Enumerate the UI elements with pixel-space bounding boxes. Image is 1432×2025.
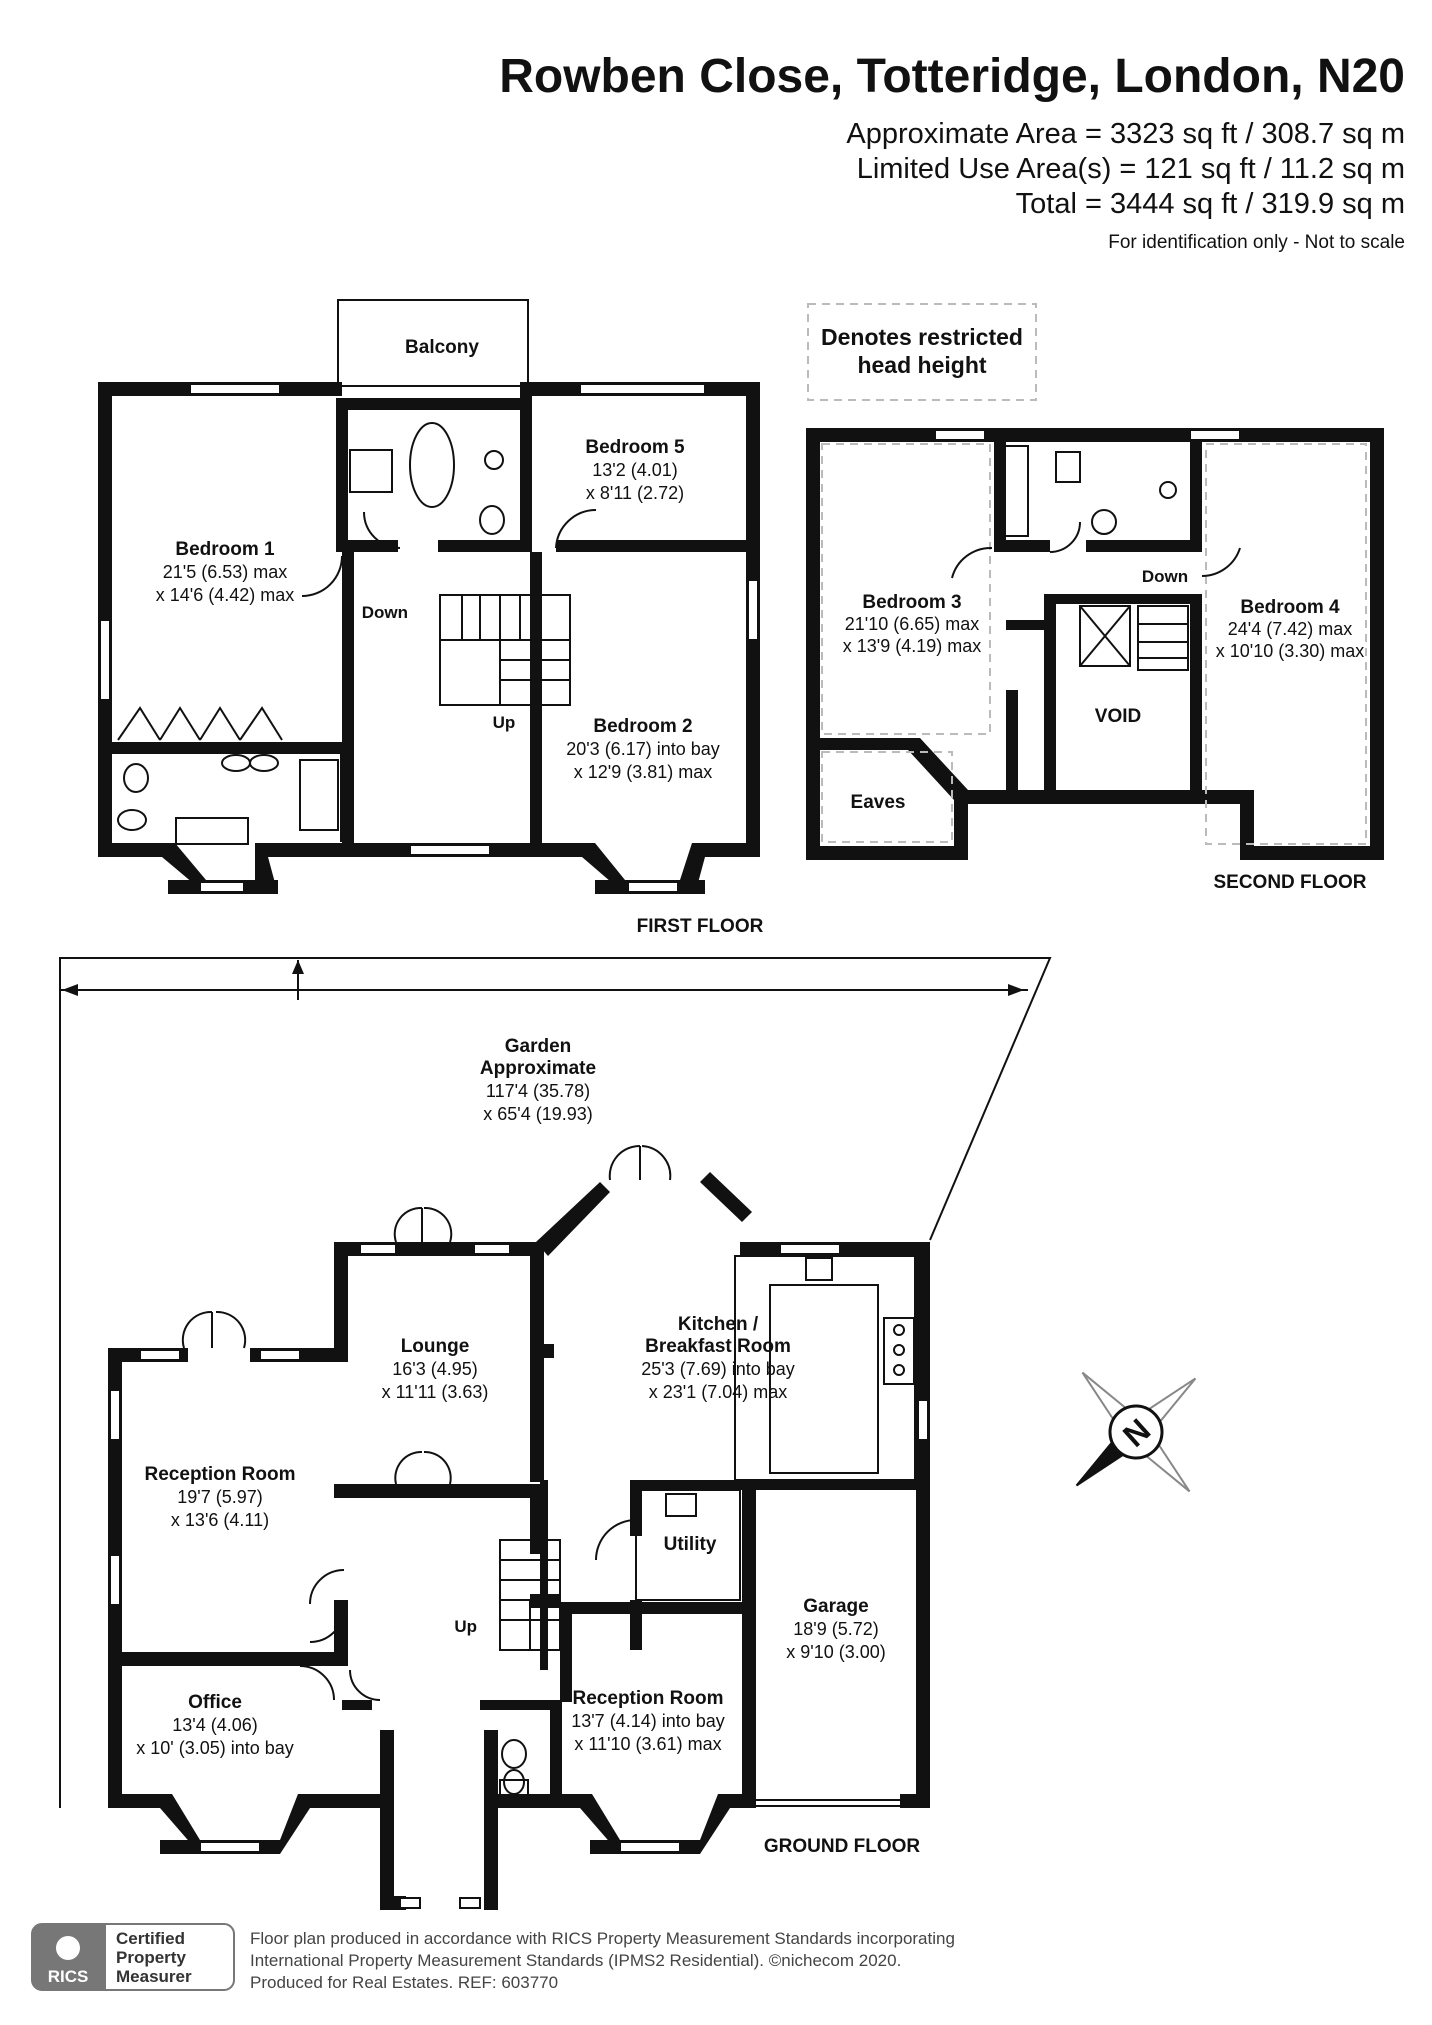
office-dim-2: x 10' (3.05) into bay [136,1738,294,1758]
bedroom-1-name: Bedroom 1 [175,539,275,560]
second-floor-plan: Down VOID Eaves Bedroom 3 21'10 (6.65) m… [806,428,1384,893]
kitchen-dim-2: x 23'1 (7.04) max [649,1382,788,1402]
garden: Garden Approximate 117'4 (35.78) x 65'4 … [59,957,1052,1808]
footer-line-1: Floor plan produced in accordance with R… [250,1929,955,1948]
first-floor-label: FIRST FLOOR [637,916,764,937]
kitchen-name-1: Kitchen / [678,1314,759,1335]
first-floor-down-label: Down [362,603,408,622]
lounge-dim-1: 16'3 (4.95) [392,1359,478,1379]
bedroom-5-name: Bedroom 5 [585,437,685,458]
bedroom-2-name: Bedroom 2 [593,716,692,737]
kitchen-name-2: Breakfast Room [645,1336,791,1357]
balcony [337,299,529,387]
reception-room-1-dim-2: x 13'6 (4.11) [171,1510,269,1530]
bedroom-3-dim-2: x 13'9 (4.19) max [843,636,982,656]
legend-line-1: Denotes restricted [821,324,1023,350]
balcony-label: Balcony [405,337,479,358]
bedroom-2-dim-1: 20'3 (6.17) into bay [566,739,720,759]
reception-room-2-dim-1: 13'7 (4.14) into bay [571,1711,725,1731]
garage-dim-2: x 9'10 (3.00) [786,1642,886,1662]
scale-note: For identification only - Not to scale [1108,232,1405,253]
utility-name: Utility [664,1534,717,1555]
badge-line-1: Certified [116,1929,185,1948]
garden-sub: Approximate [480,1058,596,1079]
second-floor-label: SECOND FLOOR [1213,872,1366,893]
bedroom-4-dim-1: 24'4 (7.42) max [1228,619,1353,639]
total-area: Total = 3444 sq ft / 319.9 sq m [1016,188,1405,220]
bedroom-2-dim-2: x 12'9 (3.81) max [574,762,713,782]
first-floor-up-label: Up [493,713,516,732]
reception-room-1-name: Reception Room [145,1464,296,1485]
garden-dim-1: 117'4 (35.78) [486,1081,590,1101]
ground-floor-label: GROUND FLOOR [764,1836,920,1857]
bedroom-4-dim-2: x 10'10 (3.30) max [1216,641,1365,661]
bedroom-3-name: Bedroom 3 [862,592,961,613]
ground-floor-plan: Up Lounge 16'3 (4.95) x 11'11 (3.63) Kit… [108,1144,930,1910]
garage-dim-1: 18'9 (5.72) [793,1619,879,1639]
bedroom-1-dim-1: 21'5 (6.53) max [163,562,288,582]
garage-name: Garage [803,1596,868,1617]
first-floor-plan: Balcony [98,299,764,937]
garden-name: Garden [505,1036,572,1057]
plan-title: Rowben Close, Totteridge, London, N20 [499,50,1405,103]
lounge-dim-2: x 11'11 (3.63) [382,1382,489,1402]
legend-line-2: head height [857,352,986,378]
office-dim-1: 13'4 (4.06) [172,1715,258,1735]
bedroom-4-name: Bedroom 4 [1240,597,1340,618]
lounge-name: Lounge [401,1336,470,1357]
kitchen-dim-1: 25'3 (7.69) into bay [641,1359,795,1379]
garden-dim-2: x 65'4 (19.93) [483,1104,593,1124]
bedroom-3-dim-1: 21'10 (6.65) max [845,614,980,634]
compass-icon [1075,1371,1197,1493]
footer-line-2: International Property Measurement Stand… [250,1951,901,1970]
bedroom-5-dim-2: x 8'11 (2.72) [586,483,684,503]
footer-line-3: Produced for Real Estates. REF: 603770 [250,1973,558,1992]
office-name: Office [188,1692,242,1713]
bedroom-1-dim-2: x 14'6 (4.42) max [156,585,295,605]
second-floor-down-label: Down [1142,567,1188,586]
ground-floor-up-label: Up [454,1617,477,1636]
reception-room-2-name: Reception Room [573,1688,724,1709]
badge-line-3: Measurer [116,1967,192,1986]
limited-use-area: Limited Use Area(s) = 121 sq ft / 11.2 s… [857,153,1405,185]
bedroom-5-dim-1: 13'2 (4.01) [592,460,678,480]
rics-badge: RICS Certified Property Measurer [31,1923,235,1991]
rics-logo-text: RICS [48,1967,89,1986]
approximate-area: Approximate Area = 3323 sq ft / 308.7 sq… [846,118,1405,150]
reception-room-2-dim-2: x 11'10 (3.61) max [574,1734,721,1754]
rics-logo-icon [56,1936,80,1960]
eaves-label: Eaves [851,792,906,813]
void-label: VOID [1095,706,1141,727]
badge-line-2: Property [116,1948,186,1967]
reception-room-1-dim-1: 19'7 (5.97) [177,1487,263,1507]
restricted-head-height-legend: Denotes restricted head height [807,303,1037,401]
